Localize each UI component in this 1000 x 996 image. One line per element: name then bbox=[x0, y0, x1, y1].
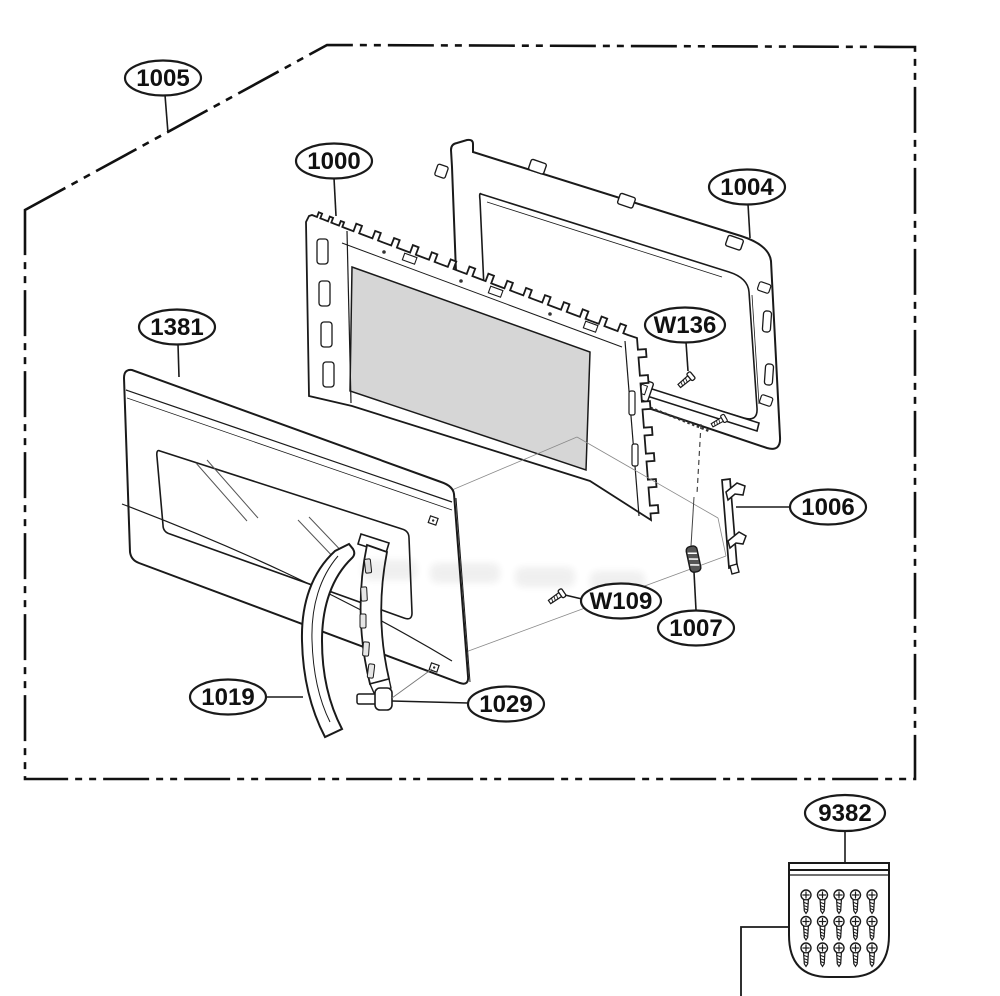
choke-latch-slot bbox=[631, 443, 639, 467]
choke-slot bbox=[322, 361, 335, 388]
assembly-dotted-line bbox=[640, 402, 710, 433]
lever-guide-line bbox=[391, 668, 433, 699]
choke-hole bbox=[459, 279, 463, 283]
door-screw-hole bbox=[427, 515, 439, 526]
frame-clip bbox=[527, 158, 547, 175]
choke-vent bbox=[401, 252, 418, 265]
assembly-dashed-line bbox=[696, 423, 702, 495]
frame-clip bbox=[756, 281, 772, 294]
door-lip-line bbox=[121, 503, 453, 662]
choke-glass bbox=[349, 265, 591, 472]
part-1019-handle bbox=[300, 542, 356, 739]
callout-1006[interactable]: 1006 bbox=[736, 488, 868, 526]
frame-fold-line bbox=[751, 294, 760, 405]
frame-fold-line bbox=[486, 201, 723, 278]
callout-1381[interactable]: 1381 bbox=[137, 308, 217, 378]
callout-label: 1019 bbox=[201, 684, 254, 711]
choke-hole bbox=[548, 312, 552, 316]
callout-w109[interactable]: W109 bbox=[564, 582, 663, 620]
lever-clip bbox=[356, 693, 378, 705]
callout-label: 1006 bbox=[801, 494, 854, 521]
callout-9382[interactable]: 9382 bbox=[803, 793, 887, 864]
callout-label: 1381 bbox=[150, 314, 203, 341]
callout-label: 1000 bbox=[307, 148, 360, 175]
callout-label: 1029 bbox=[479, 691, 532, 718]
choke-band-line bbox=[341, 242, 623, 348]
callout-1000[interactable]: 1000 bbox=[294, 142, 374, 217]
latch-hook-bottom bbox=[727, 531, 747, 550]
frame-clip bbox=[724, 234, 744, 251]
choke-vent bbox=[487, 285, 504, 298]
part-1006-latch-hook bbox=[721, 478, 747, 575]
choke-latch-slot bbox=[628, 390, 636, 416]
handle-outline bbox=[300, 542, 356, 739]
assembly-boundary bbox=[23, 43, 917, 781]
choke-right-edge bbox=[624, 340, 640, 517]
door-window bbox=[156, 449, 413, 620]
lever-clip bbox=[374, 687, 393, 711]
choke-column-edge bbox=[346, 230, 352, 404]
choke-slot bbox=[318, 280, 331, 307]
callout-1007[interactable]: 1007 bbox=[656, 571, 736, 647]
choke-hole bbox=[382, 250, 386, 254]
callout-1019[interactable]: 1019 bbox=[188, 678, 303, 716]
callout-label: 1007 bbox=[669, 615, 722, 642]
bag-leader-line bbox=[740, 926, 789, 996]
part-1007-spring bbox=[685, 496, 702, 573]
callout-1004[interactable]: 1004 bbox=[707, 168, 787, 239]
latch-foot bbox=[729, 563, 740, 575]
choke-slot bbox=[320, 321, 333, 348]
latch-hook-top bbox=[725, 482, 746, 502]
door-top-band bbox=[125, 389, 453, 503]
spring-hanger-line bbox=[690, 496, 695, 547]
handle-inner-line bbox=[311, 555, 339, 723]
callout-1005[interactable]: 1005 bbox=[123, 59, 203, 134]
choke-slot bbox=[316, 238, 329, 265]
door-side-line bbox=[455, 497, 471, 683]
frame-slot bbox=[763, 363, 775, 386]
screw-w109 bbox=[546, 587, 568, 607]
callout-label: W109 bbox=[590, 588, 653, 615]
callout-label: 9382 bbox=[818, 800, 871, 827]
watermark bbox=[362, 560, 645, 591]
callouts: 1005 1000 1004 1381 W136 1006 bbox=[123, 59, 887, 864]
frame-slot bbox=[761, 310, 773, 333]
part-1000-choke-frame bbox=[305, 211, 660, 522]
part-1029-latch-lever bbox=[356, 532, 433, 711]
door-top-band bbox=[126, 397, 453, 511]
frame-clip bbox=[434, 163, 449, 179]
callout-w136[interactable]: W136 bbox=[643, 306, 727, 372]
screw-bag-9382 bbox=[740, 862, 890, 996]
callout-label: 1005 bbox=[136, 65, 189, 92]
frame-clip bbox=[616, 192, 636, 209]
callout-label: 1004 bbox=[720, 174, 774, 201]
spring-coils bbox=[687, 552, 700, 566]
choke-vent bbox=[582, 320, 599, 333]
callout-label: W136 bbox=[654, 312, 717, 339]
part-1004-rear-frame bbox=[434, 138, 782, 450]
callout-1029[interactable]: 1029 bbox=[391, 685, 546, 723]
frame-clip bbox=[758, 394, 774, 407]
door-screw-hole bbox=[428, 662, 440, 673]
